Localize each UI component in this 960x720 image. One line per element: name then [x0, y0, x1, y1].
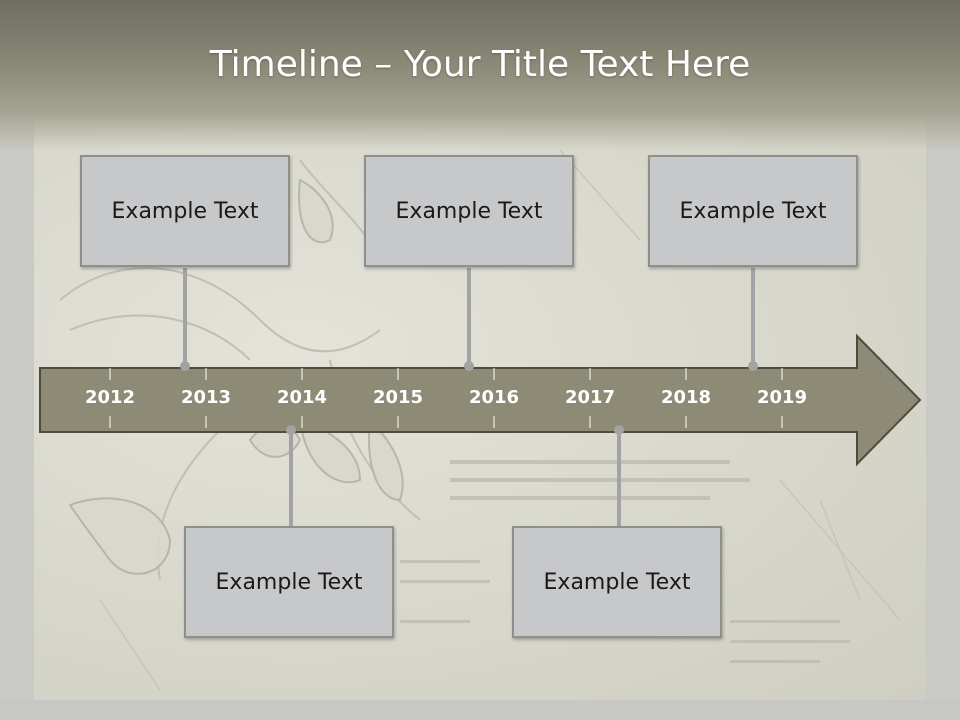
connector-dot-top-2: [464, 361, 474, 371]
connector-dot-bottom-2: [614, 425, 624, 435]
year-label-2012: 2012: [85, 387, 135, 408]
header-band: [0, 0, 960, 150]
connector-dot-top-1: [180, 361, 190, 371]
connector-dot-top-3: [748, 361, 758, 371]
event-box-bottom-2: Example Text: [512, 526, 722, 638]
year-label-2015: 2015: [373, 387, 423, 408]
timeline-arrow: [39, 333, 922, 467]
year-label-2017: 2017: [565, 387, 615, 408]
event-box-top-2: Example Text: [364, 155, 574, 267]
year-label-2016: 2016: [469, 387, 519, 408]
year-label-2013: 2013: [181, 387, 231, 408]
paper-bottom-edge: [0, 700, 960, 720]
year-label-2018: 2018: [661, 387, 711, 408]
slide-title: Timeline – Your Title Text Here: [209, 44, 751, 85]
year-label-2014: 2014: [277, 387, 327, 408]
connector-dot-bottom-1: [286, 425, 296, 435]
event-box-top-3: Example Text: [648, 155, 858, 267]
event-box-bottom-1: Example Text: [184, 526, 394, 638]
event-box-top-1: Example Text: [80, 155, 290, 267]
year-label-2019: 2019: [757, 387, 807, 408]
